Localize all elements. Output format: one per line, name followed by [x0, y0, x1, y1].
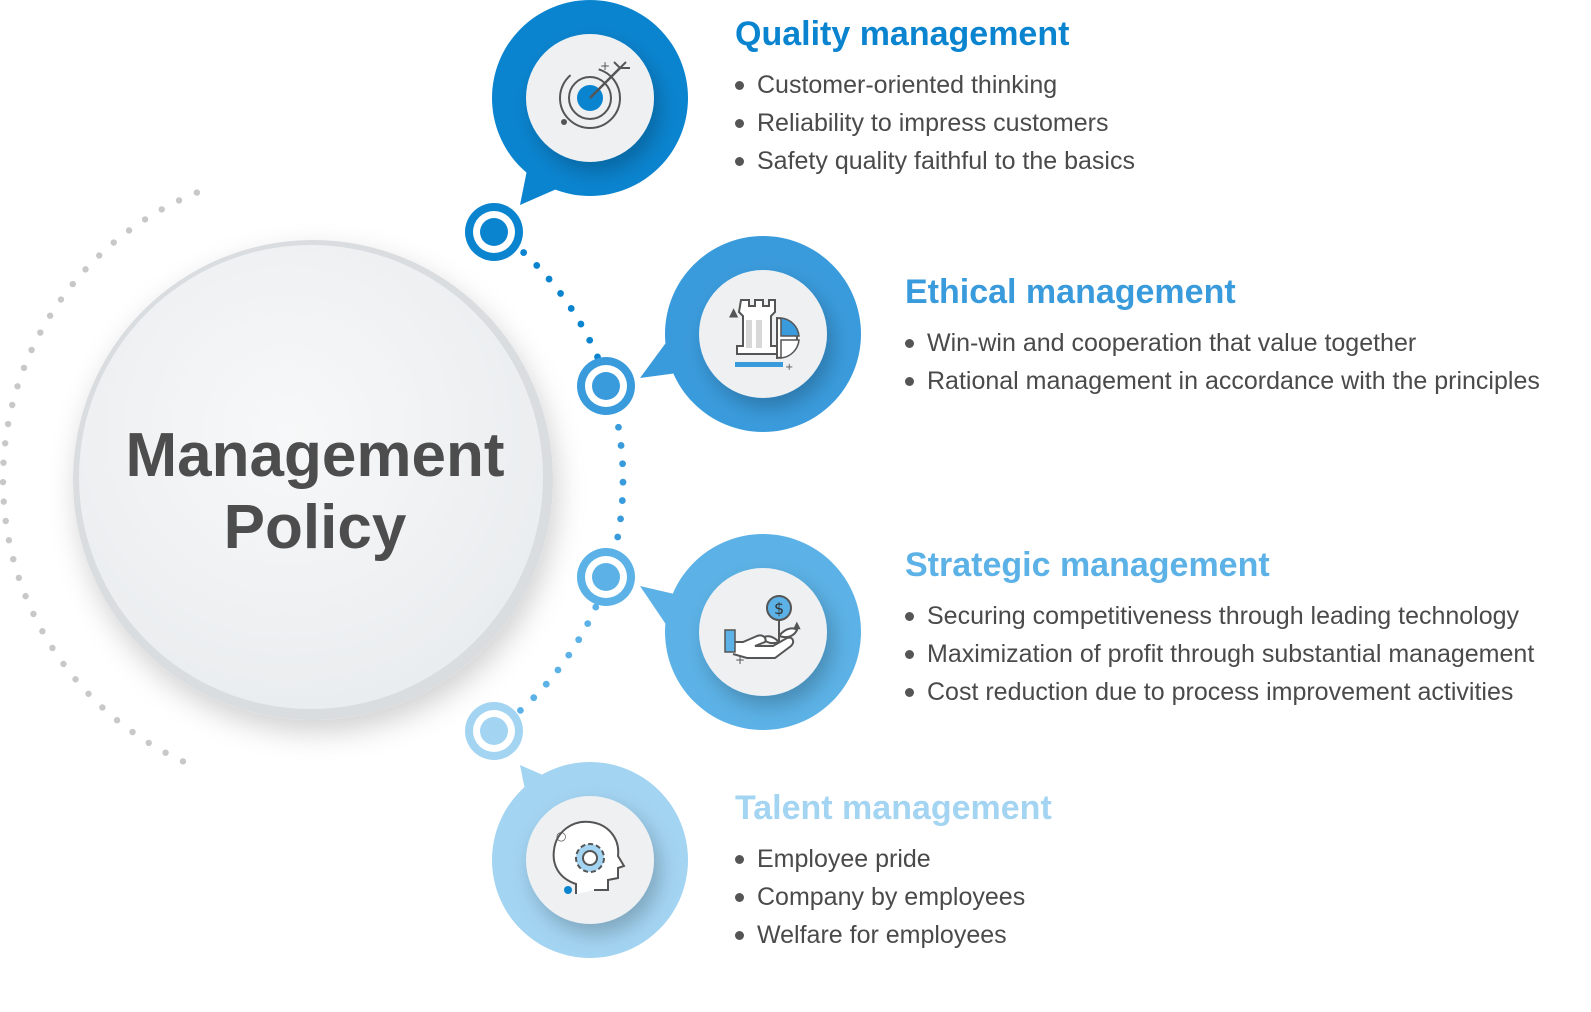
center-title-line1: Management — [125, 421, 505, 490]
list-item: Customer-oriented thinking — [735, 66, 1135, 104]
center-circle — [73, 240, 553, 720]
bullet-icon — [905, 339, 914, 348]
hand-money-plant-icon: $ + ▲ — [724, 595, 801, 667]
bubble-strategic — [640, 534, 861, 730]
list-item: Cost reduction due to process improvemen… — [905, 673, 1534, 711]
svg-text:▲: ▲ — [793, 620, 801, 631]
section-title: Ethical management — [905, 273, 1236, 311]
section-quality: Quality management Customer-oriented thi… — [735, 14, 1135, 180]
list-item: Safety quality faithful to the basics — [735, 142, 1135, 180]
bullet-icon — [735, 81, 744, 90]
section-title: Strategic management — [905, 546, 1270, 584]
list-item: Welfare for employees — [735, 916, 1052, 954]
node-talent — [465, 702, 523, 760]
bullet-icon — [735, 931, 744, 940]
bullet-icon — [905, 650, 914, 659]
bullet-icon — [735, 855, 744, 864]
section-strategic: Strategic management Securing competitiv… — [905, 545, 1534, 711]
node-quality — [465, 203, 523, 261]
svg-text:+: + — [785, 362, 793, 373]
chess-rook-pie-icon: ▲ + — [729, 299, 800, 373]
list-item: Reliability to impress customers — [735, 104, 1135, 142]
outer-dotted-ring — [0, 189, 201, 765]
node-strategic — [577, 548, 635, 606]
list-item: Maximization of profit through substanti… — [905, 635, 1534, 673]
section-ethical: Ethical management Win-win and cooperati… — [905, 272, 1540, 400]
center-title: Management Policy — [75, 420, 555, 564]
list-item: Rational management in accordance with t… — [905, 362, 1540, 400]
section-list: Employee pride Company by employees Welf… — [735, 840, 1052, 954]
section-title: Talent management — [735, 789, 1052, 827]
section-talent: Talent management Employee pride Company… — [735, 788, 1052, 954]
bullet-icon — [735, 157, 744, 166]
bullet-icon — [735, 893, 744, 902]
center-title-line2: Policy — [223, 493, 407, 562]
bullet-icon — [905, 688, 914, 697]
section-list: Customer-oriented thinking Reliability t… — [735, 66, 1135, 180]
list-item: Company by employees — [735, 878, 1052, 916]
svg-text:+: + — [600, 59, 610, 73]
list-item: Employee pride — [735, 840, 1052, 878]
node-ethical — [577, 357, 635, 415]
bullet-icon — [905, 377, 914, 386]
section-list: Securing competitiveness through leading… — [905, 597, 1534, 711]
section-list: Win-win and cooperation that value toget… — [905, 324, 1540, 400]
svg-text:○: ○ — [556, 829, 566, 843]
svg-text:▲: ▲ — [729, 305, 739, 319]
section-title: Quality management — [735, 15, 1070, 53]
bullet-icon — [735, 119, 744, 128]
head-gear-icon: ○ — [552, 820, 626, 894]
list-item: Securing competitiveness through leading… — [905, 597, 1534, 635]
target-icon: + — [559, 59, 630, 129]
svg-text:$: $ — [774, 599, 784, 618]
list-item: Win-win and cooperation that value toget… — [905, 324, 1540, 362]
bullet-icon — [905, 612, 914, 621]
svg-text:+: + — [735, 653, 745, 667]
